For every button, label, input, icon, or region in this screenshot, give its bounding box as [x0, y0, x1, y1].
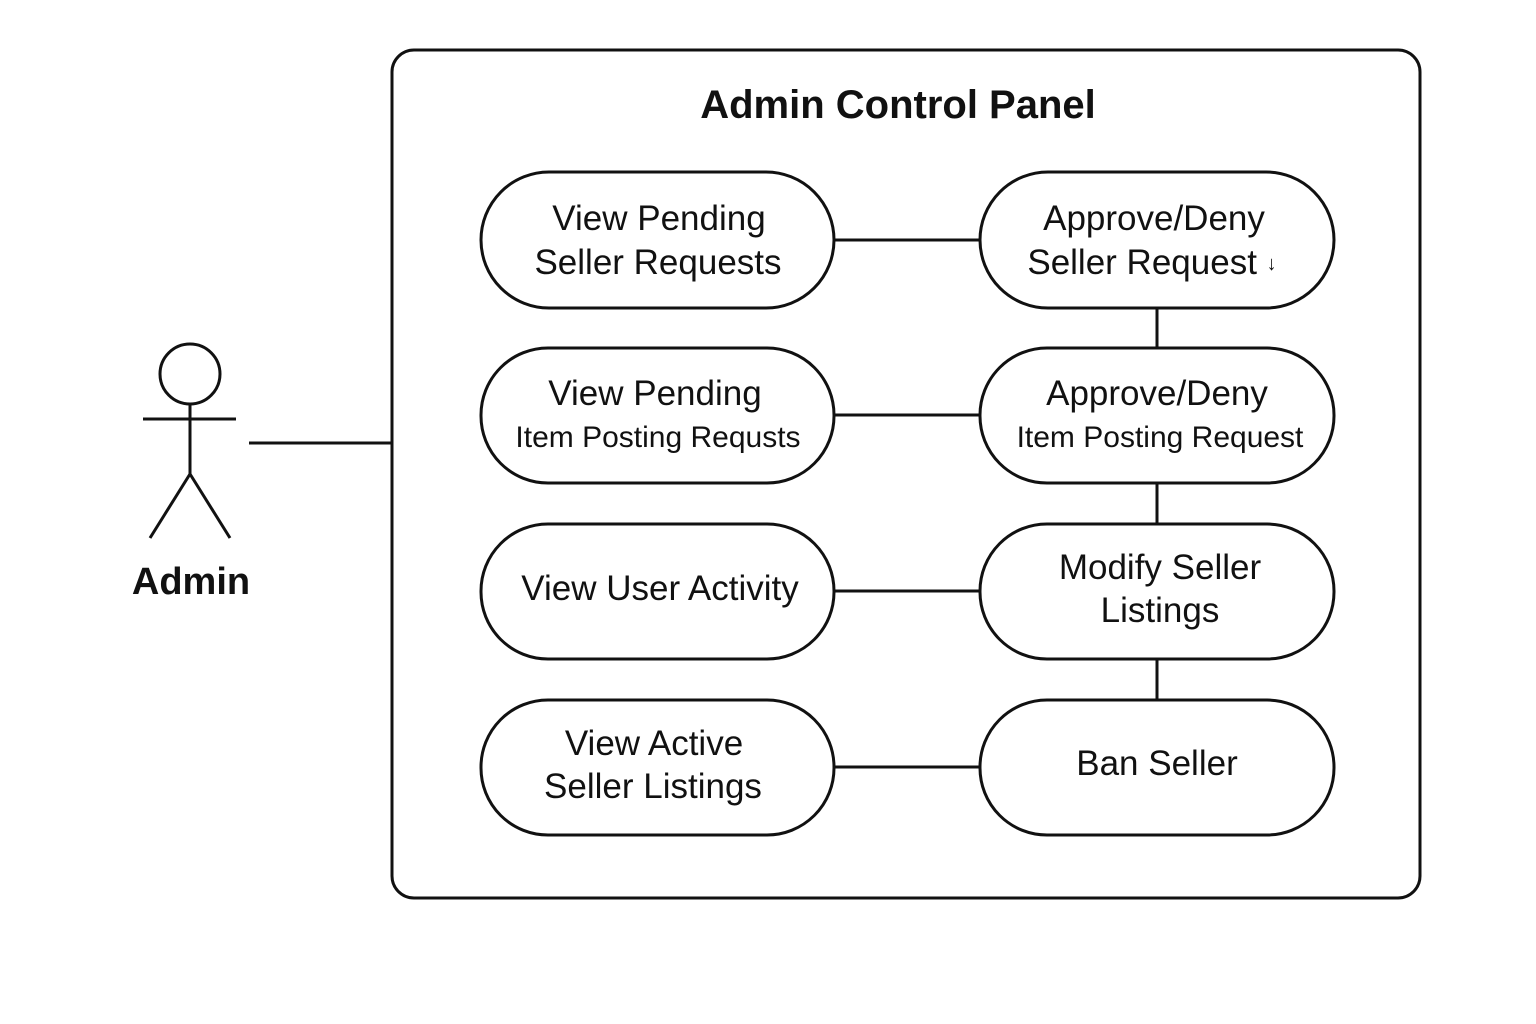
- usecase-label-line-1: Approve/Deny: [1046, 374, 1268, 413]
- arrow-down-icon: ↓: [1267, 253, 1277, 275]
- usecase-label: Ban Seller: [1076, 744, 1238, 783]
- usecase-label-line-1: Approve/Deny: [1043, 199, 1265, 238]
- usecase-shape: [978, 346, 1336, 485]
- usecase-label-line-1: View Pending: [548, 374, 761, 413]
- usecase-approve-deny-seller-request: Approve/Deny Seller Request ↓: [978, 170, 1336, 310]
- diagram-title: Admin Control Panel: [700, 83, 1096, 127]
- actor-head: [158, 342, 222, 406]
- usecase-approve-deny-item-posting-request: Approve/Deny Item Posting Request: [978, 346, 1336, 485]
- usecase-shape: [479, 170, 836, 310]
- usecase-modify-seller-listings: Modify Seller Listings: [978, 522, 1336, 661]
- usecase-shape: [978, 698, 1336, 837]
- actor-left-leg: [148, 473, 192, 539]
- usecase-label-line-2: Listings: [1101, 591, 1220, 630]
- usecase-label-line-1: View Active: [565, 724, 743, 763]
- usecase-view-pending-item-posting-requests: View Pending Item Posting Requsts: [479, 346, 836, 485]
- actor-label: Admin: [132, 561, 250, 603]
- usecase-label-line-1: View Pending: [552, 199, 765, 238]
- usecase-ban-seller: Ban Seller: [978, 698, 1336, 837]
- usecase-label-line-1: Modify Seller: [1059, 548, 1262, 587]
- usecase-label-line-2: Item Posting Request: [1017, 421, 1304, 454]
- usecase-shape: [479, 346, 836, 485]
- actor-right-leg: [188, 473, 232, 539]
- usecase-view-active-seller-listings: View Active Seller Listings: [479, 698, 836, 837]
- usecase-label-line-2: Seller Listings: [544, 767, 762, 806]
- usecase-shape: [978, 170, 1336, 310]
- usecase-view-pending-seller-requests: View Pending Seller Requests: [479, 170, 836, 310]
- admin-actor: Admin: [132, 342, 250, 603]
- usecase-label-line-2: Seller Request ↓: [1027, 243, 1276, 282]
- usecase-view-user-activity: View User Activity: [479, 522, 836, 661]
- usecase-label: View User Activity: [521, 569, 799, 608]
- usecase-label-line-2: Seller Requests: [534, 243, 781, 282]
- usecase-shape: [978, 522, 1336, 661]
- stick-figure-actor-icon: [143, 342, 236, 539]
- usecase-shape: [479, 698, 836, 837]
- usecase-label-line-2: Item Posting Requsts: [515, 421, 800, 454]
- usecase-label-line-2-text: Seller Request: [1027, 243, 1266, 282]
- usecase-shape: [479, 522, 836, 661]
